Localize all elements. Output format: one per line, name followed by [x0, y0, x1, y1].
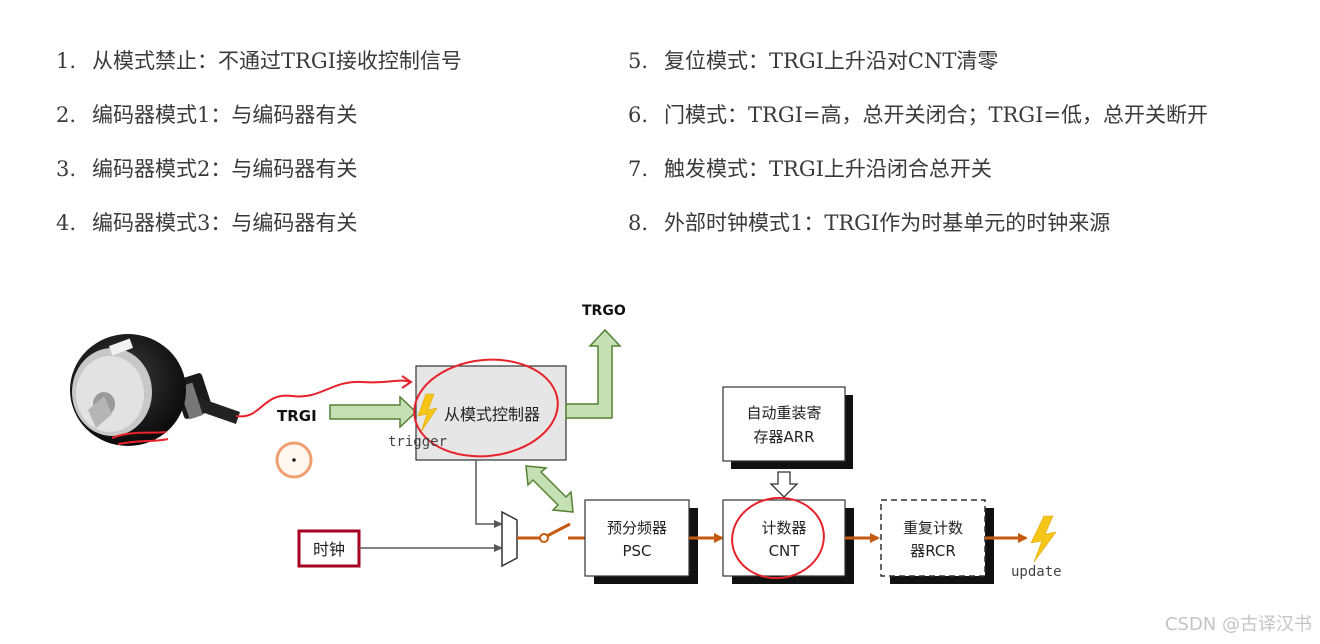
arr-label-line2: 存器ARR [753, 428, 814, 446]
controller-prescaler-bidirectional-arrow [525, 465, 574, 513]
mode-number: 8. [628, 211, 649, 235]
rcr-label-line2: 器RCR [910, 542, 956, 560]
cursor-indicator [275, 441, 313, 479]
mode-list-right: 5. 复位模式：TRGI上升沿对CNT清零 6. 门模式：TRGI=高，总开关闭合；T… [628, 40, 1208, 256]
mode-item: 7. 触发模式：TRGI上升沿闭合总开关 [628, 148, 1208, 202]
mode-item: 2. 编码器模式1：与编码器有关 [56, 94, 462, 148]
mode-text: 编码器模式3：与编码器有关 [92, 211, 358, 235]
slave-controller-circle-annotation [413, 358, 559, 458]
mode-number: 2. [56, 103, 77, 127]
trgo-label: TRGO [582, 303, 626, 319]
trgo-arrow [565, 328, 622, 419]
lightning-icon [417, 393, 438, 433]
mode-text: 外部时钟模式1：TRGI作为时基单元的时钟来源 [664, 211, 1111, 235]
mode-number: 4. [56, 211, 77, 235]
mode-item: 5. 复位模式：TRGI上升沿对CNT清零 [628, 40, 1208, 94]
mode-number: 6. [628, 103, 649, 127]
update-label: update [1011, 564, 1062, 580]
counter-label-line1: 计数器 [761, 519, 806, 537]
mode-text: 触发模式：TRGI上升沿闭合总开关 [664, 157, 992, 181]
mode-item: 3. 编码器模式2：与编码器有关 [56, 148, 462, 202]
trgi-arrow [329, 395, 418, 429]
mode-text: 从模式禁止：不通过TRGI接收控制信号 [92, 49, 462, 73]
mode-item: 4. 编码器模式3：与编码器有关 [56, 202, 462, 256]
repetition-counter-block: 重复计数 器RCR [880, 499, 994, 584]
prescaler-label-line1: 预分频器 [607, 519, 667, 537]
slave-mode-controller-label: 从模式控制器 [444, 405, 540, 424]
prescaler-block: 预分频器 PSC [584, 499, 698, 584]
mode-text: 编码器模式2：与编码器有关 [92, 157, 358, 181]
prescaler-label-line2: PSC [622, 542, 651, 560]
clock-label: 时钟 [313, 540, 345, 559]
encoder-wire-annotation [235, 379, 411, 418]
mode-item: 6. 门模式：TRGI=高，总开关闭合；TRGI=低，总开关断开 [628, 94, 1208, 148]
arr-to-cnt-arrow [769, 471, 799, 498]
arr-label-line1: 自动重装寄 [746, 404, 821, 422]
trigger-line [475, 460, 503, 528]
mode-number: 1. [56, 49, 77, 73]
master-switch [517, 522, 585, 543]
mode-text: 门模式：TRGI=高，总开关闭合；TRGI=低，总开关断开 [664, 103, 1208, 127]
trgi-label: TRGI [277, 407, 317, 425]
mode-text: 编码器模式1：与编码器有关 [92, 103, 358, 127]
mode-item: 8. 外部时钟模式1：TRGI作为时基单元的时钟来源 [628, 202, 1208, 256]
csdn-watermark: CSDN @古译汉书 [1164, 614, 1312, 635]
mode-number: 5. [628, 49, 649, 73]
slave-mode-controller-block: 从模式控制器 [415, 365, 567, 461]
counter-circle-annotation [731, 496, 825, 580]
rcr-label-line1: 重复计数 [903, 519, 963, 537]
mode-list-left: 1. 从模式禁止：不通过TRGI接收控制信号 2. 编码器模式1：与编码器有关 3. 编码… [56, 40, 462, 256]
mode-number: 7. [628, 157, 649, 181]
encoder-underline-annotation [111, 431, 169, 445]
mode-item: 1. 从模式禁止：不通过TRGI接收控制信号 [56, 40, 462, 94]
mode-number: 3. [56, 157, 77, 181]
mode-text: 复位模式：TRGI上升沿对CNT清零 [664, 49, 999, 73]
auto-reload-register-block: 自动重装寄 存器ARR [722, 386, 853, 469]
update-lightning-icon [1030, 515, 1057, 563]
encoder-image [70, 334, 240, 446]
clock-multiplexer [501, 510, 518, 568]
clock-source-box: 时钟 [297, 529, 361, 568]
trigger-label: trigger [388, 434, 447, 450]
counter-label-line2: CNT [769, 542, 801, 560]
